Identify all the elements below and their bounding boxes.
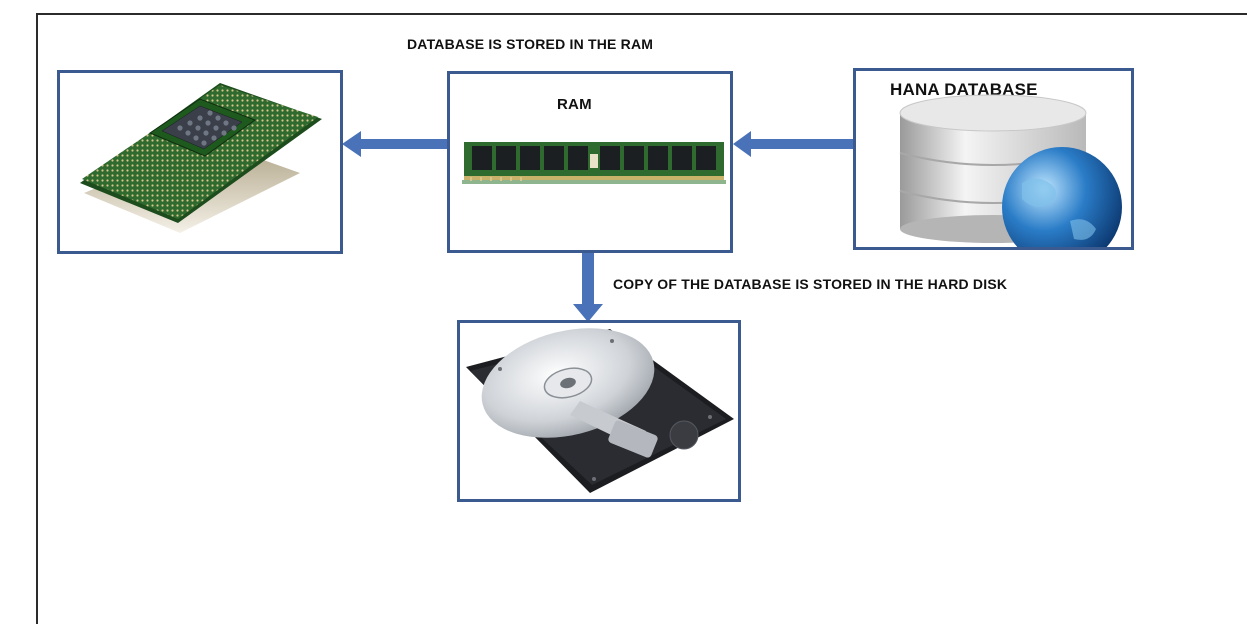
top-caption: DATABASE IS STORED IN THE RAM <box>407 36 654 52</box>
hana-label: HANA DATABASE <box>890 80 1038 99</box>
arrow-hana-to-ram <box>733 131 853 157</box>
arrow-ram-to-cpu <box>342 131 447 157</box>
arrow-ram-to-disk <box>573 252 603 322</box>
cpu-box <box>57 70 343 254</box>
ram-label: RAM <box>557 96 592 113</box>
frame-top-line <box>36 13 1247 15</box>
ram-box: RAM <box>447 71 733 253</box>
bottom-caption: COPY OF THE DATABASE IS STORED IN THE HA… <box>613 276 1008 292</box>
cpu-chip-icon <box>80 83 322 233</box>
hard-disk-icon <box>466 328 734 493</box>
hard-disk-box <box>457 320 741 502</box>
database-globe-icon <box>899 94 1122 247</box>
ram-module-icon <box>462 142 726 184</box>
frame-left-line <box>36 13 38 624</box>
hana-box: HANA DATABASE <box>853 68 1134 250</box>
